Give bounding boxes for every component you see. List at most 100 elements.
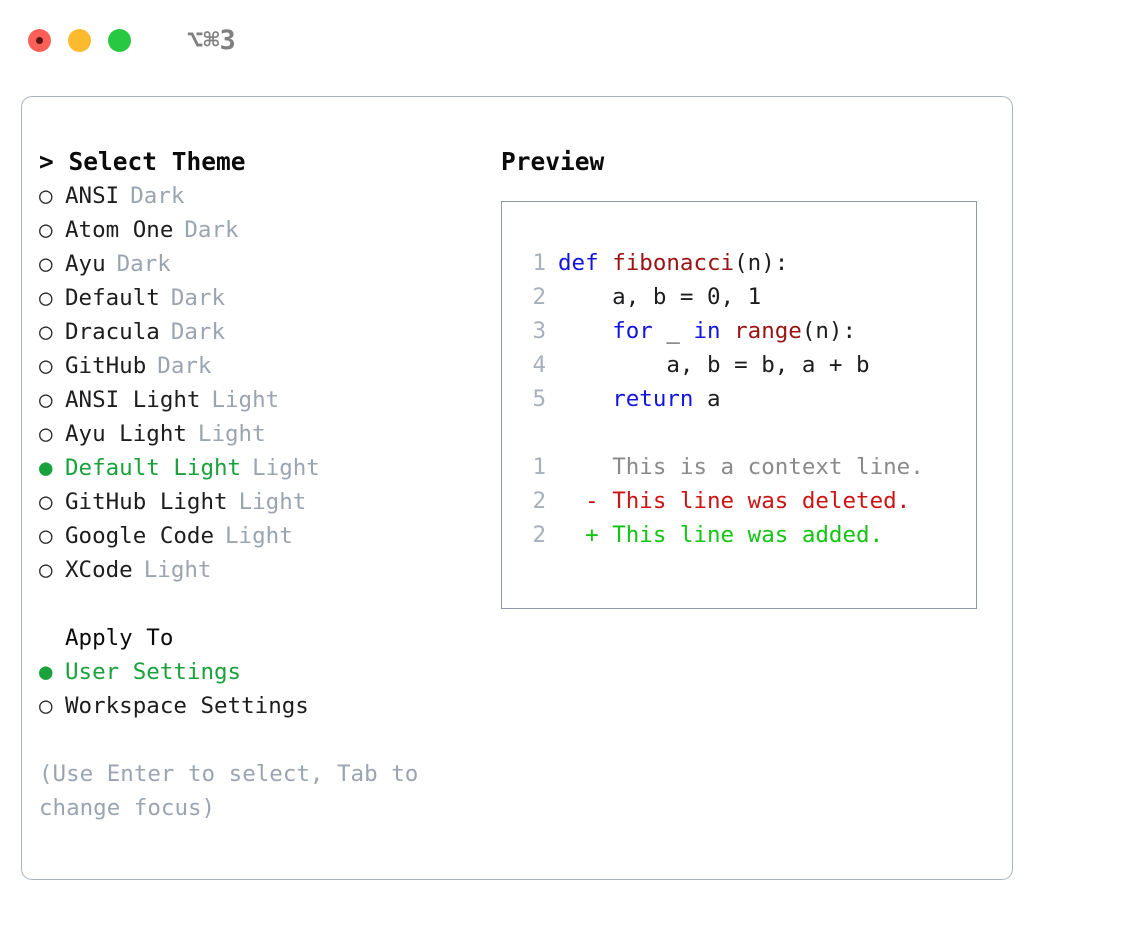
line-number: 3 (532, 318, 546, 344)
code-text: a, b = 0, 1 (558, 280, 761, 314)
code-line: 2 a, b = 0, 1 (516, 280, 976, 314)
theme-name: GitHub (65, 353, 147, 379)
apply-to-list[interactable]: ● User Settings ○ Workspace Settings (39, 655, 489, 723)
radio-unselected-icon[interactable]: ○ (39, 319, 53, 345)
theme-name: Ayu (65, 251, 106, 277)
code-text: a, b = b, a + b (558, 348, 870, 382)
apply-to-option[interactable]: ○ Workspace Settings (39, 689, 489, 723)
title-bar: ⌥⌘3 (0, 0, 1140, 80)
code-token: def (558, 250, 599, 276)
radio-selected-icon[interactable]: ● (39, 659, 53, 685)
theme-category: Dark (184, 217, 239, 243)
radio-unselected-icon[interactable]: ○ (39, 489, 53, 515)
radio-unselected-icon[interactable]: ○ (39, 183, 53, 209)
theme-category: Dark (130, 183, 185, 209)
theme-category: Light (211, 387, 280, 413)
theme-list-item[interactable]: ○ Atom One Dark (39, 213, 489, 247)
keyboard-hint-text: (Use Enter to select, Tab to change focu… (39, 761, 419, 821)
code-token: a, b = b, a + b (558, 352, 870, 378)
diff-line: 1 This is a context line. (516, 450, 976, 484)
minimize-button[interactable] (68, 28, 91, 52)
radio-unselected-icon[interactable]: ○ (39, 557, 53, 583)
radio-unselected-icon[interactable]: ○ (39, 217, 53, 243)
theme-category: Light (225, 523, 293, 549)
theme-name: Google Code (65, 523, 215, 549)
code-line: 1 def fibonacci(n): (516, 246, 976, 280)
line-number: 2 (532, 522, 546, 548)
apply-to-option[interactable]: ● User Settings (39, 655, 489, 689)
code-token (558, 318, 612, 344)
code-token: fibonacci (612, 250, 735, 276)
theme-category: Light (252, 455, 320, 481)
radio-unselected-icon[interactable]: ○ (39, 353, 53, 379)
line-number: 1 (532, 454, 546, 480)
keyboard-shortcut-label: ⌥⌘3 (187, 24, 236, 56)
radio-unselected-icon[interactable]: ○ (39, 387, 53, 413)
theme-list-item[interactable]: ○ Ayu Dark (39, 247, 489, 281)
code-token (558, 386, 612, 412)
diff-text: This is a context line. (612, 454, 924, 480)
radio-unselected-icon[interactable]: ○ (39, 523, 53, 549)
radio-unselected-icon[interactable]: ○ (39, 285, 53, 311)
close-button[interactable] (28, 28, 51, 52)
line-number: 2 (532, 488, 546, 514)
diff-text: This line was added. (612, 522, 884, 548)
line-number: 2 (532, 284, 546, 310)
code-line: 3 for _ in range(n): (516, 314, 976, 348)
code-token: return (612, 386, 694, 412)
line-number: 5 (532, 386, 546, 412)
radio-unselected-icon[interactable]: ○ (39, 693, 53, 719)
theme-name: XCode (65, 557, 133, 583)
diff-marker: - (558, 488, 613, 514)
theme-selector-header: > Select Theme (39, 147, 246, 176)
code-token (599, 250, 613, 276)
theme-name: ANSI (65, 183, 120, 209)
theme-list-item[interactable]: ○ Ayu Light Light (39, 417, 489, 451)
apply-to-label: User Settings (65, 659, 242, 685)
apply-to-label: Workspace Settings (65, 693, 309, 719)
theme-category: Dark (170, 285, 226, 311)
radio-unselected-icon[interactable]: ○ (39, 421, 53, 447)
theme-name: GitHub Light (65, 489, 228, 515)
diff-line: 2 - This line was deleted. (516, 484, 976, 518)
line-number: 1 (532, 250, 546, 276)
code-text: return a (558, 382, 721, 416)
radio-selected-icon[interactable]: ● (39, 455, 53, 481)
theme-category: Dark (116, 251, 171, 277)
diff-text: This line was deleted. (612, 488, 911, 514)
theme-category: Light (143, 557, 212, 583)
radio-unselected-icon[interactable]: ○ (39, 251, 53, 277)
line-number: 4 (532, 352, 546, 378)
code-token: a, b = 0, 1 (558, 284, 762, 310)
theme-name: Atom One (65, 217, 174, 243)
theme-name: Dracula (65, 319, 160, 345)
code-text: def fibonacci(n): (558, 246, 788, 280)
code-line: 5 return a (516, 382, 976, 416)
theme-list-item[interactable]: ○ ANSI Dark (39, 179, 489, 213)
diff-marker: + (558, 522, 613, 548)
section-spacer (39, 587, 489, 621)
theme-list-item[interactable]: ○ ANSI Light Light (39, 383, 489, 417)
theme-category: Light (197, 421, 266, 447)
apply-to-header: Apply To (65, 625, 174, 651)
theme-name: ANSI Light (65, 387, 201, 413)
maximize-button[interactable] (108, 28, 131, 52)
theme-list-item[interactable]: ○ Google Code Light (39, 519, 489, 553)
code-line: 4 a, b = b, a + b (516, 348, 976, 382)
code-token: (n): (734, 250, 789, 276)
code-token: a (693, 386, 721, 412)
window-controls (28, 28, 131, 52)
diff-line: 2 + This line was added. (516, 518, 976, 552)
theme-list-item[interactable]: ○ XCode Light (39, 553, 489, 587)
theme-name: Ayu Light (65, 421, 187, 447)
